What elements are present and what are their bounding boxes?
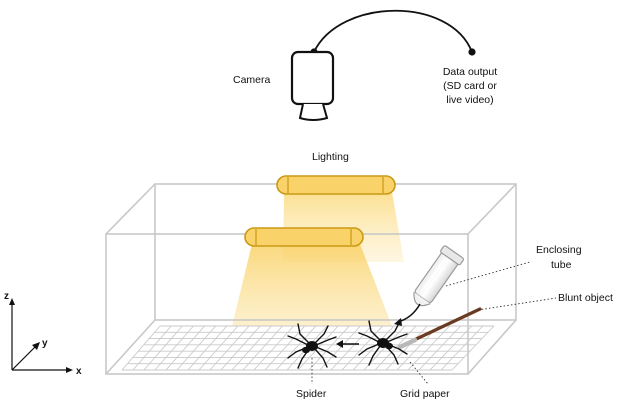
- spider-label: Spider: [296, 388, 327, 400]
- tube-leader: [445, 261, 531, 287]
- blunt-object-leader: [477, 297, 557, 311]
- grid-paper-leader: [409, 361, 429, 385]
- y-axis-label: y: [42, 338, 48, 349]
- axes-icon: [9, 298, 73, 373]
- brush-icon: [397, 307, 482, 350]
- light-beam-front: [232, 244, 392, 326]
- spider-icon: [358, 320, 408, 366]
- tube-drop-arrow: [394, 303, 421, 326]
- data-output-label: Data output (SD card or live video): [443, 66, 497, 106]
- lighting-label: Lighting: [312, 151, 349, 163]
- blunt-object-label: Blunt object: [558, 292, 613, 304]
- lamp-icon: [276, 175, 396, 195]
- camera-icon: [290, 50, 335, 121]
- x-axis-label: x: [76, 366, 82, 377]
- grid-paper: [121, 325, 495, 371]
- grid-paper-label: Grid paper: [400, 388, 450, 400]
- cable: [310, 9, 476, 56]
- enclosing-tube-label-1: Enclosing: [536, 244, 582, 256]
- enclosing-tube-label-2: tube: [551, 259, 572, 271]
- escape-arrow: [336, 340, 359, 348]
- data-output-line-2: (SD card or: [443, 80, 497, 92]
- data-output-line-3: live video): [446, 94, 493, 106]
- camera-label: Camera: [233, 74, 271, 86]
- spider-icon: [287, 323, 337, 369]
- lamp-icon: [244, 227, 364, 247]
- data-output-line-1: Data output: [443, 66, 497, 78]
- tube-icon: [413, 245, 464, 307]
- z-axis-label: z: [4, 291, 9, 302]
